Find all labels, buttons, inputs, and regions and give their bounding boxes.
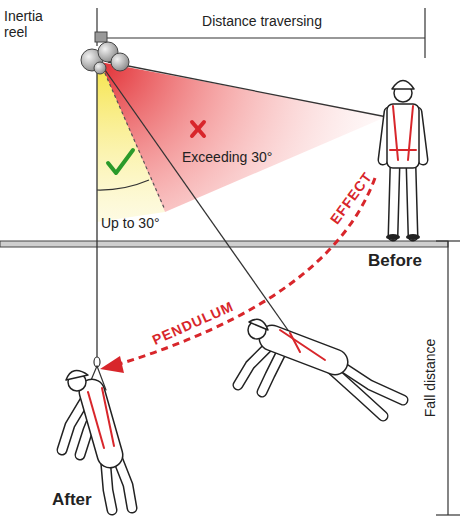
lifeline bbox=[96, 70, 97, 358]
part-label: Inertia reel bbox=[4, 8, 56, 40]
arrow-head bbox=[100, 356, 124, 373]
state-label: Before bbox=[368, 251, 422, 271]
angle-arc bbox=[97, 180, 149, 190]
safe-zone bbox=[97, 62, 165, 222]
worker-after bbox=[62, 366, 132, 510]
state-label: After bbox=[52, 490, 92, 510]
platform bbox=[0, 241, 448, 247]
dimension-label: Fall distance bbox=[422, 339, 438, 418]
inertia-reel bbox=[81, 32, 129, 74]
cross-mark bbox=[192, 122, 204, 136]
worker-falling bbox=[238, 319, 403, 416]
dimension-line bbox=[436, 241, 460, 515]
dimension-line bbox=[97, 8, 425, 58]
effect-label: EFFECT bbox=[327, 169, 376, 227]
check-mark bbox=[108, 150, 133, 173]
zone-label: Up to 30° bbox=[101, 215, 160, 231]
worker-before bbox=[383, 81, 423, 241]
angle-line bbox=[100, 62, 165, 210]
lifeline bbox=[108, 62, 392, 118]
lifeline bbox=[105, 70, 290, 333]
dimension-label: Distance traversing bbox=[202, 13, 322, 29]
zone-label: Exceeding 30° bbox=[182, 149, 272, 165]
effect-label: PENDULUM bbox=[150, 298, 236, 348]
